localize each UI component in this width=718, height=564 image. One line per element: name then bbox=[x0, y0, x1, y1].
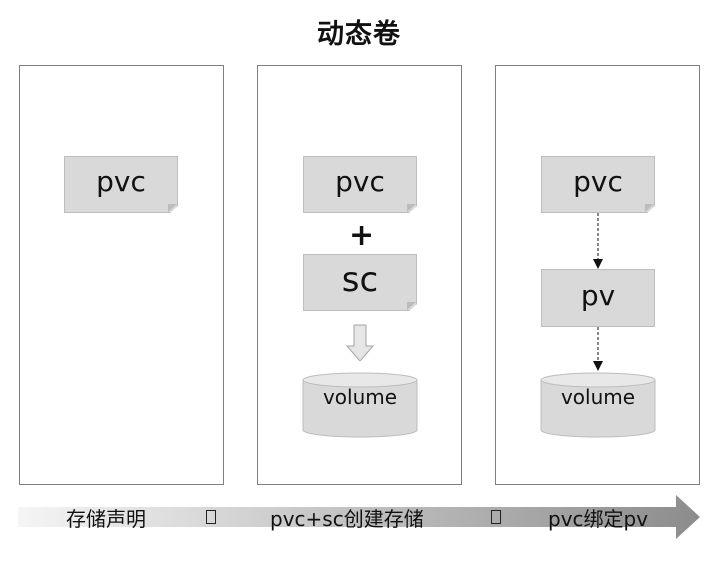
panel-storage-claim bbox=[19, 65, 224, 485]
volume-cylinder-panel2: volume bbox=[302, 372, 418, 438]
dashed-arrow-pv-to-volume bbox=[593, 327, 603, 371]
pv-label: pv bbox=[580, 278, 616, 312]
dashed-arrow-pvc-to-pv bbox=[593, 213, 603, 269]
cylinder-icon bbox=[302, 372, 418, 438]
gradient-arrow-icon bbox=[18, 495, 700, 539]
volume-label: volume bbox=[560, 385, 636, 409]
sc-box: sc bbox=[303, 254, 417, 311]
process-arrow-bar bbox=[18, 493, 700, 541]
cylinder-icon bbox=[540, 372, 656, 438]
down-block-arrow-icon bbox=[346, 324, 374, 362]
stage-label-1: 存储声明 bbox=[66, 507, 146, 531]
volume-cylinder-panel3: volume bbox=[540, 372, 656, 438]
pv-box: pv bbox=[541, 269, 655, 327]
separator-box-icon bbox=[206, 510, 216, 524]
folded-corner-icon bbox=[168, 204, 177, 212]
folded-corner-icon bbox=[407, 302, 416, 310]
pvc-label: pvc bbox=[335, 165, 385, 198]
folded-corner-icon bbox=[407, 204, 416, 212]
plus-sign: + bbox=[349, 218, 375, 253]
stage-label-2: pvc+sc创建存储 bbox=[270, 507, 424, 531]
pvc-box-panel2: pvc bbox=[303, 156, 417, 213]
pvc-label: pvc bbox=[96, 165, 146, 198]
pvc-label: pvc bbox=[573, 165, 623, 198]
diagram-title: 动态卷 bbox=[317, 19, 401, 50]
folded-corner-icon bbox=[645, 204, 654, 212]
pvc-box-panel3: pvc bbox=[541, 156, 655, 213]
pvc-box-panel1: pvc bbox=[64, 156, 178, 213]
stage-label-3: pvc绑定pv bbox=[548, 507, 649, 531]
volume-label: volume bbox=[322, 385, 398, 409]
separator-box-icon bbox=[491, 510, 501, 524]
sc-label: sc bbox=[341, 259, 379, 300]
